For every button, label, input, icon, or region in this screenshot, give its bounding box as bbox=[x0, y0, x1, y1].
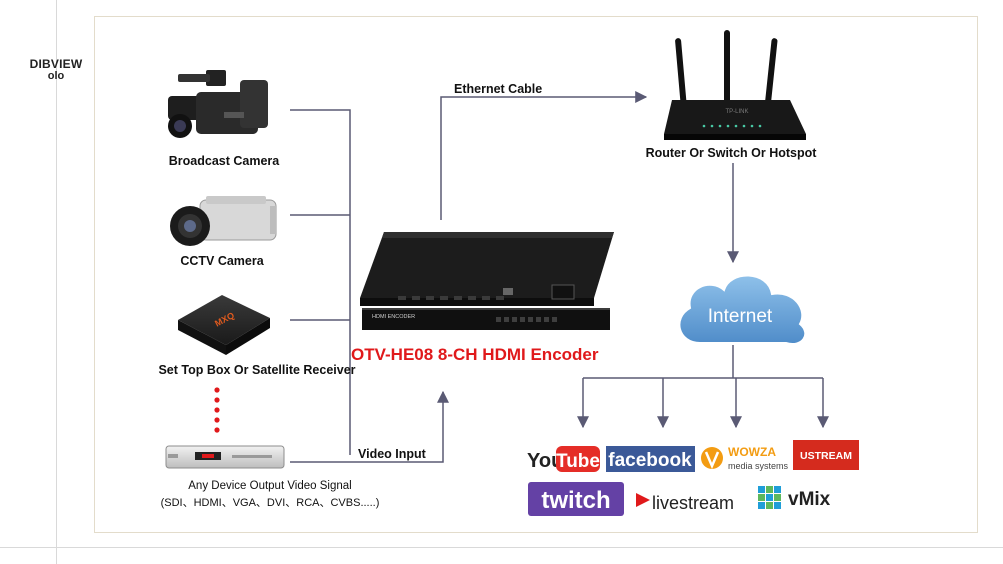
dvd-player-icon bbox=[165, 445, 285, 469]
internet-cloud-icon bbox=[678, 274, 807, 346]
encoder-panel-label: HDMI ENCODER bbox=[372, 314, 415, 320]
youtube-logo: You Tube bbox=[527, 446, 600, 472]
wowza-logo: WOWZA media systems bbox=[701, 445, 789, 471]
twitch-logo: twitch bbox=[528, 482, 624, 516]
router-brand: TP-LINK bbox=[725, 109, 748, 115]
cctv-camera-icon bbox=[170, 196, 277, 246]
ustream-logo: USTREAM bbox=[793, 440, 859, 470]
edge-camera bbox=[290, 109, 351, 455]
encoder-device: HDMI ENCODER bbox=[360, 232, 614, 330]
twitch-text: twitch bbox=[541, 487, 610, 514]
edge-ethernet bbox=[440, 91, 648, 220]
set-top-box-icon: MXQ bbox=[178, 295, 270, 355]
internet-label: Internet bbox=[708, 306, 773, 327]
router-icon: TP-LINK bbox=[664, 30, 806, 140]
source-label-cctv: CCTV Camera bbox=[180, 254, 264, 268]
facebook-text: facebook bbox=[608, 450, 692, 471]
source-label-broadcast: Broadcast Camera bbox=[169, 154, 281, 168]
router-label: Router Or Switch Or Hotspot bbox=[646, 146, 818, 160]
edge-label-ethernet: Ethernet Cable bbox=[454, 82, 542, 96]
vmix-text: vMix bbox=[788, 489, 831, 510]
bottom-divider bbox=[0, 547, 1003, 548]
wowza-name-text: WOWZA bbox=[728, 445, 776, 459]
left-divider bbox=[56, 0, 57, 564]
broadcast-camera-icon bbox=[168, 70, 268, 138]
youtube-you-text: You bbox=[527, 450, 563, 472]
connection-lines bbox=[290, 91, 829, 463]
source-label-stb: Set Top Box Or Satellite Receiver bbox=[158, 363, 355, 377]
edge-dvd bbox=[290, 390, 449, 463]
wowza-sub-text: media systems bbox=[728, 461, 789, 471]
youtube-tube-text: Tube bbox=[556, 451, 600, 472]
livestream-logo: livestream bbox=[636, 493, 734, 513]
more-devices-dots bbox=[214, 387, 220, 433]
brand-logo: DIBVIEW olo bbox=[0, 58, 112, 82]
source-sublabel-signals: (SDI、HDMI、VGA、DVI、RCA、CVBS.....) bbox=[161, 497, 380, 509]
edge-label-video-input: Video Input bbox=[358, 447, 427, 461]
encoder-title: OTV-HE08 8-CH HDMI Encoder bbox=[351, 345, 599, 364]
facebook-logo: facebook bbox=[606, 446, 695, 472]
source-label-any-device: Any Device Output Video Signal bbox=[188, 480, 351, 492]
ustream-text: USTREAM bbox=[800, 450, 852, 462]
livestream-text: livestream bbox=[652, 493, 734, 513]
brand-name: DIBVIEW bbox=[29, 57, 83, 71]
vmix-logo: vMix bbox=[758, 486, 831, 510]
brand-suffix: olo bbox=[47, 70, 65, 82]
